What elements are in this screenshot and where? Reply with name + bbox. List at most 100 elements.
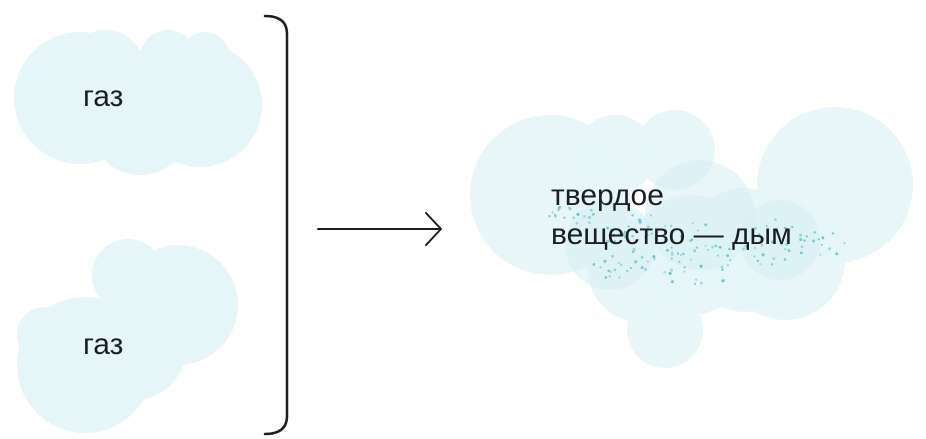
- smoke-particle-dot: [626, 269, 629, 273]
- smoke-particle-dot: [683, 270, 686, 273]
- gas-cloud-bottom: [17, 239, 238, 433]
- smoke-particle-dot: [765, 224, 768, 228]
- smoke-particle-dot: [761, 253, 765, 257]
- smoke-particle-dot: [664, 225, 667, 228]
- smoke-particle-dot: [714, 244, 718, 248]
- smoke-particle-dot: [728, 247, 731, 251]
- smoke-particle-dot: [650, 232, 654, 235]
- smoke-particle-dot: [805, 235, 808, 238]
- smoke-particle-dot: [799, 233, 803, 237]
- smoke-particle-dot: [649, 214, 653, 217]
- smoke-particle-dot: [611, 254, 614, 258]
- smoke-particle-dot: [783, 258, 787, 261]
- smoke-particle-dot: [691, 222, 694, 225]
- smoke-particle-dot: [720, 265, 724, 269]
- smoke-particle-dot: [803, 239, 806, 242]
- smoke-particle-dot: [557, 208, 560, 212]
- smoke-particle-dot: [627, 225, 630, 228]
- smoke-particle-dot: [613, 240, 617, 243]
- smoke-particle-dot: [629, 267, 632, 270]
- smoke-particle-dot: [669, 268, 673, 272]
- smoke-particle-dot: [679, 235, 683, 238]
- smoke-particle-dot: [609, 239, 612, 243]
- smoke-particle-dot: [800, 245, 804, 249]
- smoke-particle-dot: [751, 227, 755, 231]
- smoke-particle-dot: [572, 216, 576, 220]
- smoke-particle-dot: [799, 237, 803, 242]
- smoke-particle-dot: [695, 246, 699, 249]
- smoke-particle-dot: [757, 233, 761, 237]
- smoke-particle-dot: [671, 251, 674, 254]
- smoke-particle-dot: [813, 231, 816, 234]
- smoke-particle-dot: [699, 281, 703, 285]
- smoke-particle-dot: [843, 241, 846, 245]
- smoke-particle-dot: [663, 270, 666, 274]
- smoke-particle-dot: [631, 234, 634, 238]
- smoke-particle-dot: [617, 261, 621, 264]
- smoke-particle-dot: [606, 226, 609, 230]
- smoke-particle-dot: [588, 221, 591, 224]
- smoke-particle-dot: [735, 234, 738, 237]
- smoke-particle-dot: [664, 238, 667, 241]
- smoke-particle-dot: [790, 225, 794, 229]
- smoke-particle-dot: [646, 260, 649, 263]
- smoke-particle-dot: [644, 267, 648, 271]
- smoke-particle-dot: [693, 249, 697, 253]
- smoke-particle-dot: [759, 262, 762, 266]
- smoke-particle-dot: [721, 268, 724, 271]
- smoke-particle-dot: [835, 252, 839, 256]
- smoke-particle-dot: [666, 248, 669, 252]
- smoke-particle-dot: [821, 236, 825, 240]
- smoke-particle-dot: [613, 268, 617, 272]
- smoke-particle-dot: [812, 239, 816, 243]
- smoke-particle-dot: [647, 228, 650, 232]
- smoke-particle-dot: [699, 264, 703, 268]
- smoke-particle-dot: [558, 205, 562, 209]
- smoke-particle-dot: [627, 239, 630, 243]
- smoke-particle-dot: [634, 260, 638, 264]
- gas-cloud-top: [14, 30, 262, 175]
- smoke-particle-dot: [780, 243, 783, 246]
- smoke-particle-dot: [646, 234, 649, 237]
- smoke-particle-dot: [772, 257, 776, 260]
- smoke-particle-dot: [575, 222, 579, 225]
- smoke-particle-dot: [690, 238, 693, 242]
- smoke-particle-dot: [592, 263, 596, 266]
- smoke-particle-dot: [693, 282, 697, 285]
- smoke-particle-dot: [607, 269, 610, 272]
- smoke-particle-dot: [753, 255, 756, 258]
- smoke-particle-dot: [632, 247, 636, 251]
- smoke-particle-dot: [670, 280, 674, 284]
- smoke-particle-dot: [784, 248, 787, 251]
- smoke-particle-dot: [707, 248, 710, 251]
- smoke-particle-dot: [631, 250, 635, 254]
- smoke-particle-dot: [799, 251, 803, 255]
- smoke-particle-dot: [618, 276, 621, 279]
- smoke-particle-dot: [621, 233, 625, 237]
- grouping-bracket: [263, 14, 289, 436]
- smoke-particle-dot: [716, 254, 720, 257]
- smoke-particle-dot: [548, 214, 551, 218]
- smoke-particle-dot: [697, 229, 700, 232]
- smoke-particle-dot: [670, 246, 673, 249]
- smoke-particle-dot: [760, 243, 764, 247]
- smoke-particle-dot: [682, 252, 685, 256]
- smoke-particle-dot: [669, 224, 673, 228]
- smoke-particle-dot: [644, 235, 648, 240]
- smoke-particle-dot: [817, 238, 820, 241]
- smoke-particle-dot: [726, 254, 730, 258]
- smoke-particle-dot: [623, 236, 626, 239]
- smoke-particle-dot: [604, 276, 608, 279]
- smoke-particles: [548, 205, 846, 285]
- smoke-particle-dot: [612, 233, 616, 237]
- smoke-particle-dot: [771, 240, 775, 244]
- smoke-particle-dot: [774, 218, 777, 221]
- smoke-particle-dot: [603, 259, 607, 263]
- gas-label-bottom: газ: [83, 328, 124, 361]
- smoke-particle-dot: [721, 279, 725, 283]
- smoke-particle-dot: [623, 231, 626, 234]
- smoke-particle-dot: [670, 257, 673, 260]
- smoke-particle-dot: [620, 263, 623, 266]
- smoke-cloud-overlap: [565, 160, 820, 290]
